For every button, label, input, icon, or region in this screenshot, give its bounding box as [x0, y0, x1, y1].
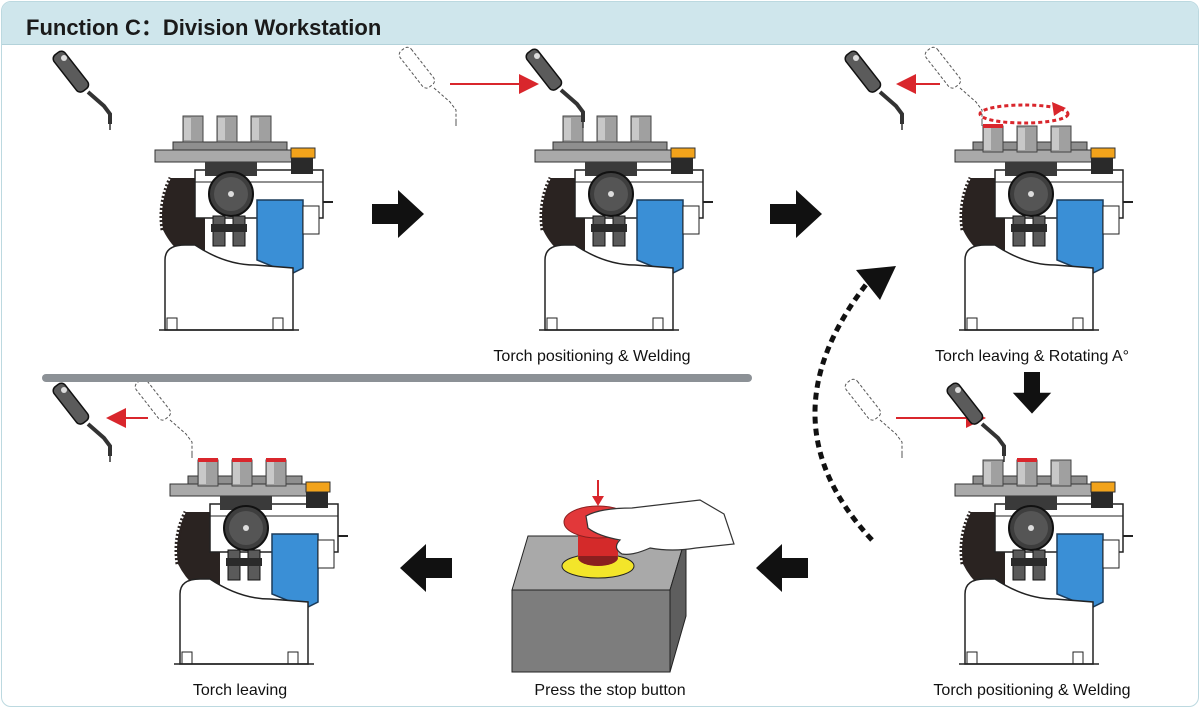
arrow-down-icon [1012, 372, 1052, 414]
header-bar: Function C：Division Workstation [2, 2, 1198, 45]
arrow-left-icon [400, 544, 452, 592]
arrow-right-icon [372, 190, 424, 238]
ghost-torch-icon [396, 44, 457, 127]
step-2-positioner [535, 115, 713, 330]
page-title: Function C：Division Workstation [26, 15, 382, 40]
ghost-torch-icon [842, 376, 903, 459]
step-2-caption: Torch positioning & Welding [493, 348, 691, 365]
step-3-positioner [955, 124, 1133, 330]
hand-icon [585, 499, 735, 555]
stop-button-icon [511, 480, 687, 673]
step-1-positioner [155, 115, 333, 330]
welding-torch-icon [49, 379, 112, 464]
welding-torch-icon [841, 47, 904, 132]
arrow-right-icon [770, 190, 822, 238]
step-4-positioner [955, 458, 1133, 664]
step-5-caption: Press the stop button [534, 682, 686, 699]
welding-torch-icon [943, 379, 1006, 464]
rotation-arrow-icon [978, 102, 1070, 125]
arrow-left-icon [756, 544, 808, 592]
section-divider [42, 374, 752, 382]
ghost-torch-icon [922, 44, 983, 127]
step-6-positioner [170, 458, 348, 664]
welding-torch-icon [49, 47, 112, 132]
loop-arrow-icon [812, 266, 896, 542]
step-4-caption: Torch positioning & Welding [933, 682, 1131, 699]
step-6-caption: Torch leaving [192, 682, 288, 699]
step-3-caption: Torch leaving & Rotating A° [934, 348, 1130, 365]
